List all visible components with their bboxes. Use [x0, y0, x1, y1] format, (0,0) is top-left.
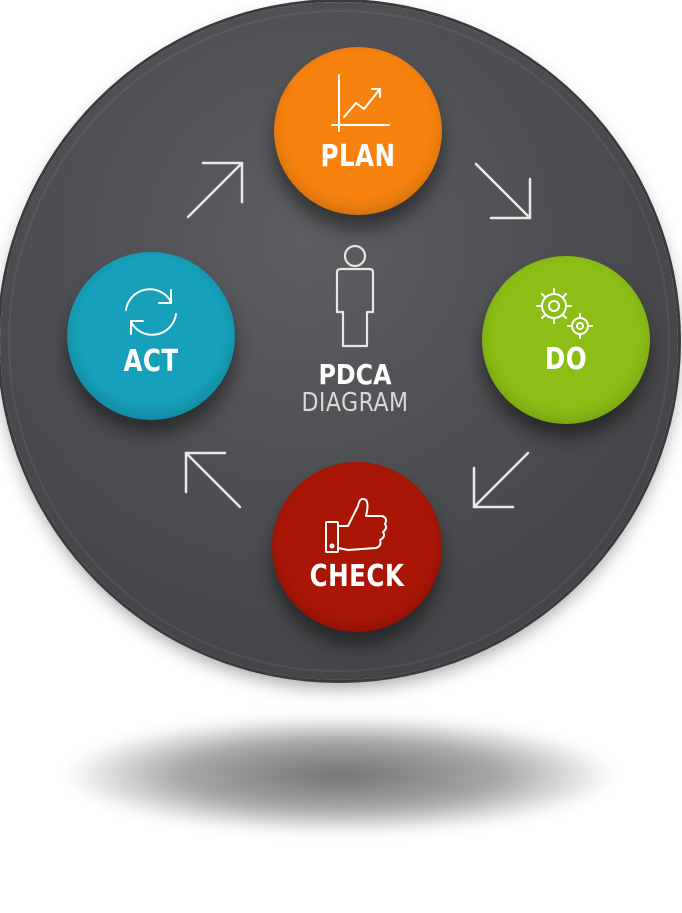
arrow-plan-to-do	[474, 162, 532, 220]
check-label: CHECK	[309, 559, 405, 594]
plan-label: PLAN	[320, 139, 396, 174]
act-node: ACT	[67, 252, 235, 420]
arrow-do-to-check	[472, 451, 530, 509]
thumbs-up-icon	[325, 497, 388, 553]
disc-ring	[8, 10, 670, 672]
gears-icon	[536, 288, 593, 339]
center-title: PDCA	[318, 358, 392, 391]
arrow-act-to-plan	[186, 161, 244, 219]
check-node: CHECK	[272, 462, 442, 632]
plan-node: PLAN	[274, 47, 442, 215]
refresh-cycle-icon	[125, 288, 177, 336]
center-subtitle: DIAGRAM	[301, 388, 409, 418]
floor-shadow	[60, 715, 620, 835]
chart-growth-icon	[331, 74, 390, 132]
act-label: ACT	[123, 344, 179, 379]
do-node: DO	[482, 256, 650, 424]
do-label: DO	[544, 342, 588, 377]
arrow-check-to-act	[184, 451, 242, 509]
person-icon	[335, 244, 375, 348]
